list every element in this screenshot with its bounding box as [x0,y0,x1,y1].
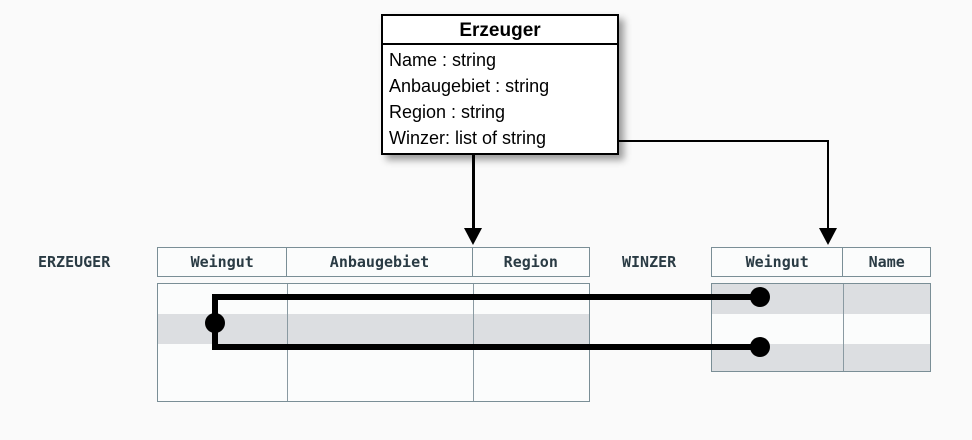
uml-attribute-list: Name : string Anbaugebiet : string Regio… [383,45,617,151]
row-link-branch-bottom [212,344,760,350]
table-cell [844,314,930,344]
table-body-erzeuger [157,283,590,402]
uml-attribute: Name : string [389,50,497,70]
table-cell [288,314,474,344]
table-cell [474,314,589,344]
connector-winzer-horizontal-segment [600,140,829,142]
connector-class-to-erzeuger-line [472,155,475,230]
table-cell [712,344,844,371]
table-cell [712,284,844,314]
column-header: Weingut [158,248,288,276]
table-header-winzer: Weingut Name [711,247,931,277]
table-header-erzeuger: Weingut Anbaugebiet Region [157,247,590,277]
column-header: Name [868,253,905,271]
table-cell [158,314,288,344]
row-link-branch-top [212,294,760,300]
table-row[interactable] [158,344,589,374]
uml-class-box-erzeuger[interactable]: Erzeuger Name : string Anbaugebiet : str… [381,14,619,155]
row-link-dot-erzeuger[interactable] [205,313,225,333]
column-header: Region [503,253,558,271]
uml-attribute: Anbaugebiet : string [389,76,550,96]
table-cell [158,344,288,374]
table-body-winzer [711,283,931,372]
connector-winzer-arrowhead [819,228,837,245]
table-cell [288,374,474,401]
table-cell [844,344,930,371]
connector-class-to-erzeuger-arrowhead [464,228,482,245]
table-cell [158,374,288,401]
row-link-dot-winzer-row3[interactable] [750,337,770,357]
table-cell [474,374,589,401]
table-cell [288,344,474,374]
uml-class-title: Erzeuger [383,16,617,45]
row-link-dot-winzer-row1[interactable] [750,287,770,307]
table-row-highlighted[interactable] [158,314,589,344]
table-cell [844,284,930,314]
uml-attribute: Winzer: list of string [389,128,547,148]
table-label-winzer: WINZER [622,253,677,271]
connector-winzer-vertical-segment [827,140,829,230]
uml-attribute: Region : string [389,102,506,122]
column-header: Anbaugebiet [287,248,473,276]
table-row[interactable] [158,374,589,401]
table-row[interactable] [712,314,930,344]
column-header: Weingut [712,248,844,276]
table-label-erzeuger: ERZEUGER [38,253,111,271]
table-cell [712,314,844,344]
